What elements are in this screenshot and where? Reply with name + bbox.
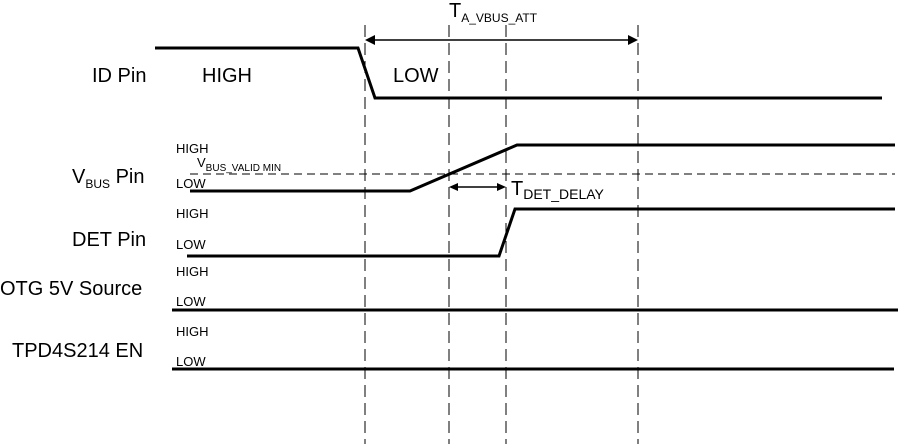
id-pin-row: ID Pin HIGH LOW bbox=[92, 46, 882, 100]
t-a-vbus-att-label: TA_VBUS_ATT bbox=[449, 0, 538, 25]
id-pin-high-label: HIGH bbox=[202, 65, 252, 87]
t-det-delay-label: TDET_DELAY bbox=[511, 178, 605, 202]
det-pin-row: HIGH LOW DET Pin bbox=[72, 206, 895, 258]
id-pin-waveform bbox=[155, 46, 882, 100]
det-low-label: LOW bbox=[176, 237, 206, 252]
vbus-pin-row: HIGH LOW VBUS Pin VBUS_VALID MIN bbox=[72, 141, 895, 193]
otg-source-row: HIGH LOW OTG 5V Source bbox=[0, 264, 898, 312]
det-high-label: HIGH bbox=[176, 206, 209, 221]
vbus-low-label: LOW bbox=[176, 176, 206, 191]
timing-guides bbox=[364, 25, 639, 444]
tpd-en-label: TPD4S214 EN bbox=[12, 340, 143, 362]
vbus-valid-min-label: VBUS_VALID MIN bbox=[197, 155, 281, 174]
id-pin-label: ID Pin bbox=[92, 65, 146, 87]
tpd-en-low-label: LOW bbox=[176, 354, 206, 369]
vbus-high-label: HIGH bbox=[176, 141, 209, 156]
otg-source-label: OTG 5V Source bbox=[0, 278, 142, 300]
det-pin-waveform bbox=[187, 207, 895, 258]
id-pin-low-label: LOW bbox=[393, 65, 439, 87]
vbus-pin-label: VBUS Pin bbox=[72, 166, 145, 191]
vbus-pin-waveform bbox=[190, 143, 895, 193]
otg-low-label: LOW bbox=[176, 294, 206, 309]
otg-high-label: HIGH bbox=[176, 264, 209, 279]
det-pin-label: DET Pin bbox=[72, 229, 146, 251]
t-a-vbus-att-annotation: TA_VBUS_ATT bbox=[365, 0, 638, 45]
t-det-delay-arrowhead-left bbox=[449, 183, 458, 191]
t-det-delay-annotation: TDET_DELAY bbox=[449, 178, 605, 202]
tpd-en-row: HIGH LOW TPD4S214 EN bbox=[12, 324, 894, 371]
t-det-delay-arrowhead-right bbox=[497, 183, 506, 191]
tpd-en-high-label: HIGH bbox=[176, 324, 209, 339]
t-a-vbus-att-arrowhead-right bbox=[628, 35, 638, 45]
t-a-vbus-att-arrowhead-left bbox=[365, 35, 375, 45]
